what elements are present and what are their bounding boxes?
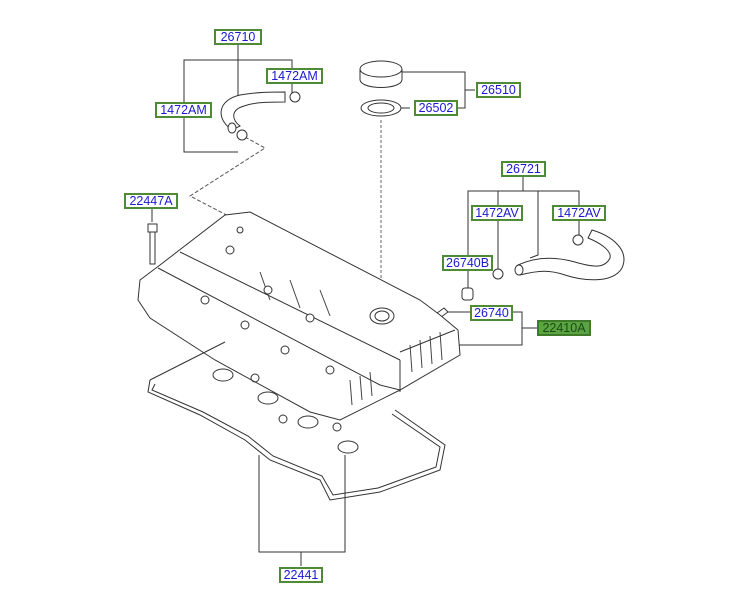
callout-22410A-selected[interactable]: 22410A: [537, 320, 591, 336]
callout-26721[interactable]: 26721: [501, 161, 546, 177]
callout-26502[interactable]: 26502: [414, 100, 458, 116]
dashed-link: [189, 136, 266, 223]
callout-26710[interactable]: 26710: [214, 29, 262, 45]
oil-filler-cap-drawing: [359, 60, 403, 117]
leader-26721: [467, 176, 580, 288]
breather-hose-drawing: [220, 91, 301, 141]
callout-26740[interactable]: 26740: [470, 305, 513, 321]
callout-22447A[interactable]: 22447A: [124, 193, 178, 209]
callout-1472AV-right[interactable]: 1472AV: [552, 205, 606, 221]
ventilation-hose-drawing: [432, 229, 625, 321]
callout-22441[interactable]: 22441: [279, 567, 323, 583]
rocker-cover-gasket-drawing: [147, 341, 446, 501]
leader-22441: [258, 455, 346, 566]
rocker-cover-drawing: [137, 211, 461, 421]
callout-1472AM-top[interactable]: 1472AM: [266, 68, 323, 84]
leader-26710: [183, 45, 293, 153]
callout-26740B[interactable]: 26740B: [442, 255, 493, 271]
callout-26510[interactable]: 26510: [476, 82, 521, 98]
callout-1472AV-left[interactable]: 1472AV: [471, 205, 523, 221]
callout-1472AM-left[interactable]: 1472AM: [155, 102, 212, 118]
leader-22410A: [445, 311, 538, 346]
bolt-drawing: [147, 223, 158, 265]
